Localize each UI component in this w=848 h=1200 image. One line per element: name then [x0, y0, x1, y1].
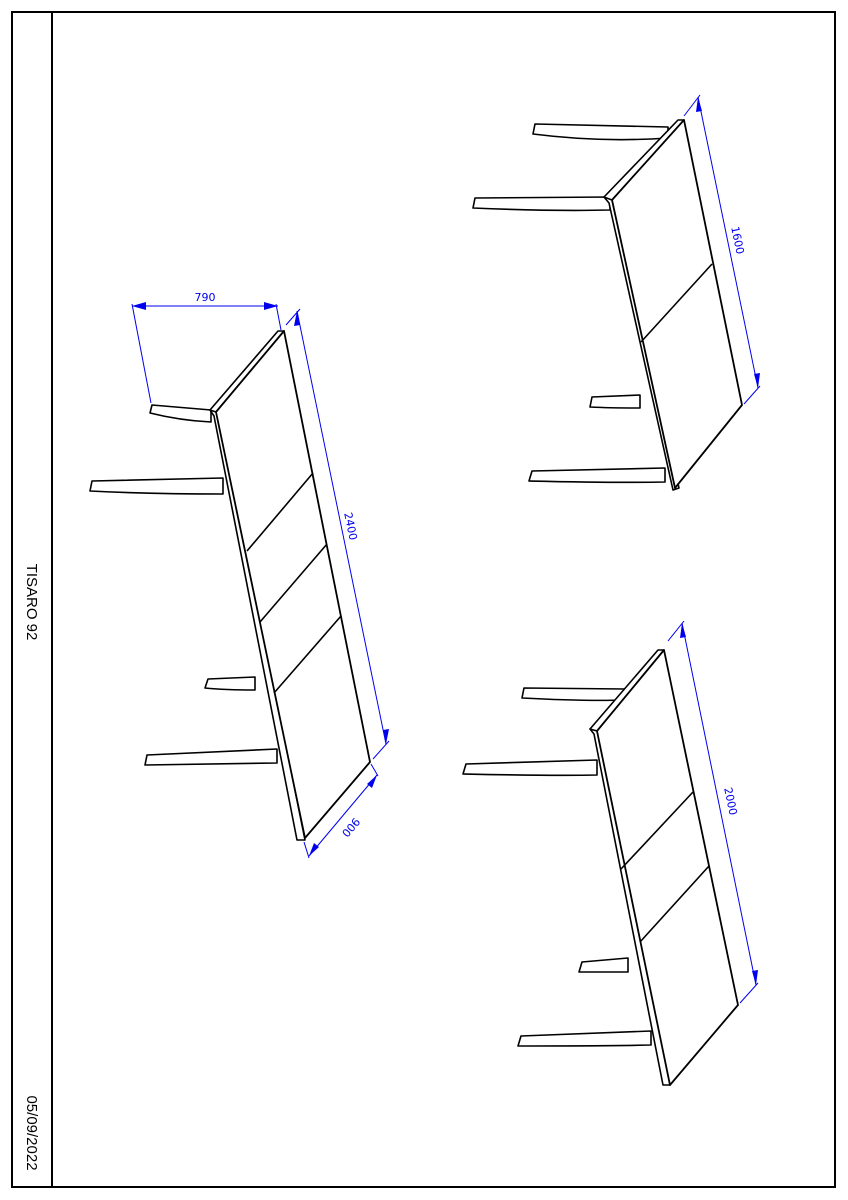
table-1600-drawing: 1600 — [472, 94, 761, 491]
dim-2400-label: 2400 — [341, 511, 359, 541]
dim-790-arrow-1 — [132, 302, 146, 310]
table-1600-front-leg-right — [528, 467, 666, 484]
dim-1600-line — [697, 96, 759, 389]
table-1600-top — [611, 119, 743, 489]
dim-2400-arrow-2 — [383, 729, 389, 744]
dim-2000-label: 2000 — [721, 786, 739, 816]
table-2400-drawing: 2400 790 900 — [89, 291, 390, 859]
table-1600-back-leg-right — [589, 394, 641, 409]
table-2400-seam-2 — [259, 543, 328, 623]
dim-2400-line — [296, 310, 387, 745]
dim-1600-label: 1600 — [728, 225, 746, 255]
drawing-border — [11, 11, 836, 1188]
dim-1600-arrow-2 — [754, 373, 760, 388]
table-2400-front-leg-right — [144, 748, 278, 766]
table-1600-back-leg-left — [532, 123, 669, 141]
table-2000-front-leg-right — [517, 1030, 652, 1047]
table-2000-seam-1 — [620, 791, 694, 870]
dim-900-arrow-2 — [367, 775, 377, 788]
table-2000-back-leg-right — [578, 957, 629, 973]
date-label: 05/09/2022 — [23, 1095, 40, 1170]
dim-900-ext-1 — [303, 841, 310, 859]
table-2000-back-leg-left — [521, 687, 626, 702]
dim-2000-arrow-2 — [752, 970, 758, 985]
dim-900-label: 900 — [339, 815, 362, 839]
dim-1600-ext-1 — [683, 94, 701, 117]
dim-2000-ext-1 — [667, 620, 685, 642]
dim-790-arrow-2 — [264, 302, 278, 310]
dim-790-ext-2 — [275, 303, 282, 331]
table-2000-top — [596, 649, 739, 1086]
table-2000-drawing: 2000 — [462, 620, 759, 1086]
dim-2400-ext-1 — [285, 308, 301, 326]
model-name-label: TISARO 92 — [23, 564, 40, 641]
table-2400-back-leg-right — [204, 676, 256, 691]
table-1600-front-leg-left — [472, 196, 611, 212]
dim-2000-line — [681, 622, 757, 986]
table-2400-seam-1 — [246, 472, 314, 552]
dim-790-ext-1 — [131, 303, 152, 404]
dim-1600-ext-2 — [743, 385, 761, 405]
dim-1600-arrow-1 — [696, 97, 702, 112]
dim-900-arrow-1 — [309, 843, 319, 856]
table-2400-front-leg-left — [89, 477, 224, 495]
dim-790-label: 790 — [195, 291, 216, 304]
dim-2000-arrow-1 — [680, 623, 686, 638]
table-2400-seam-3 — [273, 615, 342, 694]
dim-2000-ext-2 — [739, 982, 759, 1004]
table-2400-back-leg-left — [149, 404, 212, 423]
table-2000-seam-2 — [639, 865, 710, 943]
dim-900-ext-2 — [370, 763, 379, 777]
table-2000-front-leg-left — [462, 759, 598, 777]
dim-2400-arrow-1 — [294, 311, 300, 326]
dim-2400-ext-2 — [372, 740, 390, 760]
dim-900-line — [308, 774, 378, 857]
table-1600-seam-1 — [640, 263, 713, 343]
